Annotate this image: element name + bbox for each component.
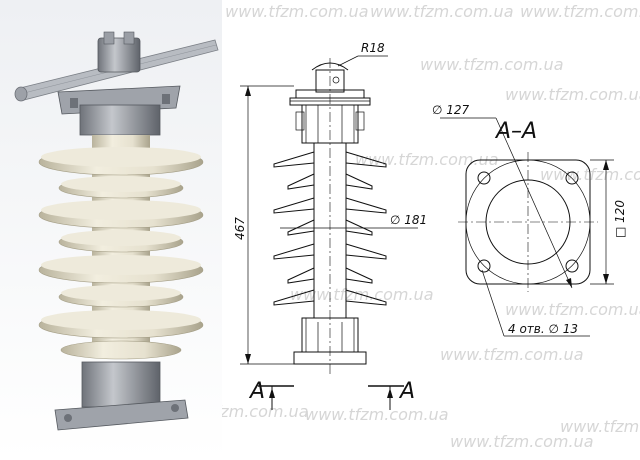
watermark: www.tfzm.com.ua <box>560 417 640 436</box>
watermark: www.tfzm.com.ua <box>225 2 369 21</box>
shed-outlines <box>273 151 387 306</box>
shed-diameter-dimension: ∅ 181 <box>280 213 427 229</box>
radius-leader <box>337 55 359 67</box>
flange-size-dimension: □ 120 <box>590 159 627 285</box>
shed-outline <box>273 151 387 168</box>
watermark: www.tfzm.com.ua <box>505 300 640 319</box>
watermark: www.tfzm.com.ua <box>305 405 449 424</box>
section-mark-left: A <box>248 379 265 404</box>
bolt-circle-leader <box>495 117 573 289</box>
watermark: www.tfzm.com.ua <box>370 2 514 21</box>
shed-outline <box>287 267 373 284</box>
porcelain-sheds <box>38 147 204 360</box>
insulator-3d-render <box>0 0 222 460</box>
height-label: 467 <box>233 217 247 240</box>
cable-clamp <box>97 31 141 73</box>
cap-fitting-outline <box>295 104 365 144</box>
top-clamp-outline <box>289 62 371 106</box>
shed-outline <box>273 289 387 306</box>
radius-label: R18 <box>361 41 385 55</box>
insulator-side-view: R18 467 ∅ 181 A A <box>233 41 427 410</box>
center-bore <box>485 179 571 265</box>
top-flange <box>57 85 181 136</box>
shed-outline <box>273 197 387 214</box>
mounting-holes <box>477 171 579 273</box>
shed-outline <box>273 243 387 260</box>
watermark: www.tfzm.com.ua <box>440 345 584 364</box>
bolt-circle <box>465 159 591 285</box>
height-dimension: 467 <box>233 85 294 365</box>
watermark: www.tfzm.com.ua <box>450 432 594 451</box>
shed-outline <box>287 219 373 236</box>
section-marker-left: A <box>248 379 294 410</box>
watermark: www.tfzm.com.ua <box>505 85 640 104</box>
section-view-a-a: A–A ∅ 127 □ 120 <box>432 103 627 337</box>
watermark: www.tfzm.com.ua <box>420 55 564 74</box>
section-mark-right: A <box>398 379 415 404</box>
watermark: www.tfzm.com.ua <box>520 2 640 21</box>
diameter-label: ∅ 181 <box>390 213 427 227</box>
flange-size-label: □ 120 <box>613 200 627 238</box>
holes-label: 4 отв. ∅ 13 <box>508 322 578 336</box>
holes-leader <box>481 269 505 337</box>
section-marker-right: A <box>368 379 415 410</box>
section-title: A–A <box>494 119 537 144</box>
watermark: www.tfzm.com.ua <box>355 150 499 169</box>
bottom-flange <box>54 361 189 431</box>
shed-outline <box>287 173 373 190</box>
bolt-circle-label: ∅ 127 <box>432 103 470 117</box>
base-fitting-outline <box>293 317 367 365</box>
